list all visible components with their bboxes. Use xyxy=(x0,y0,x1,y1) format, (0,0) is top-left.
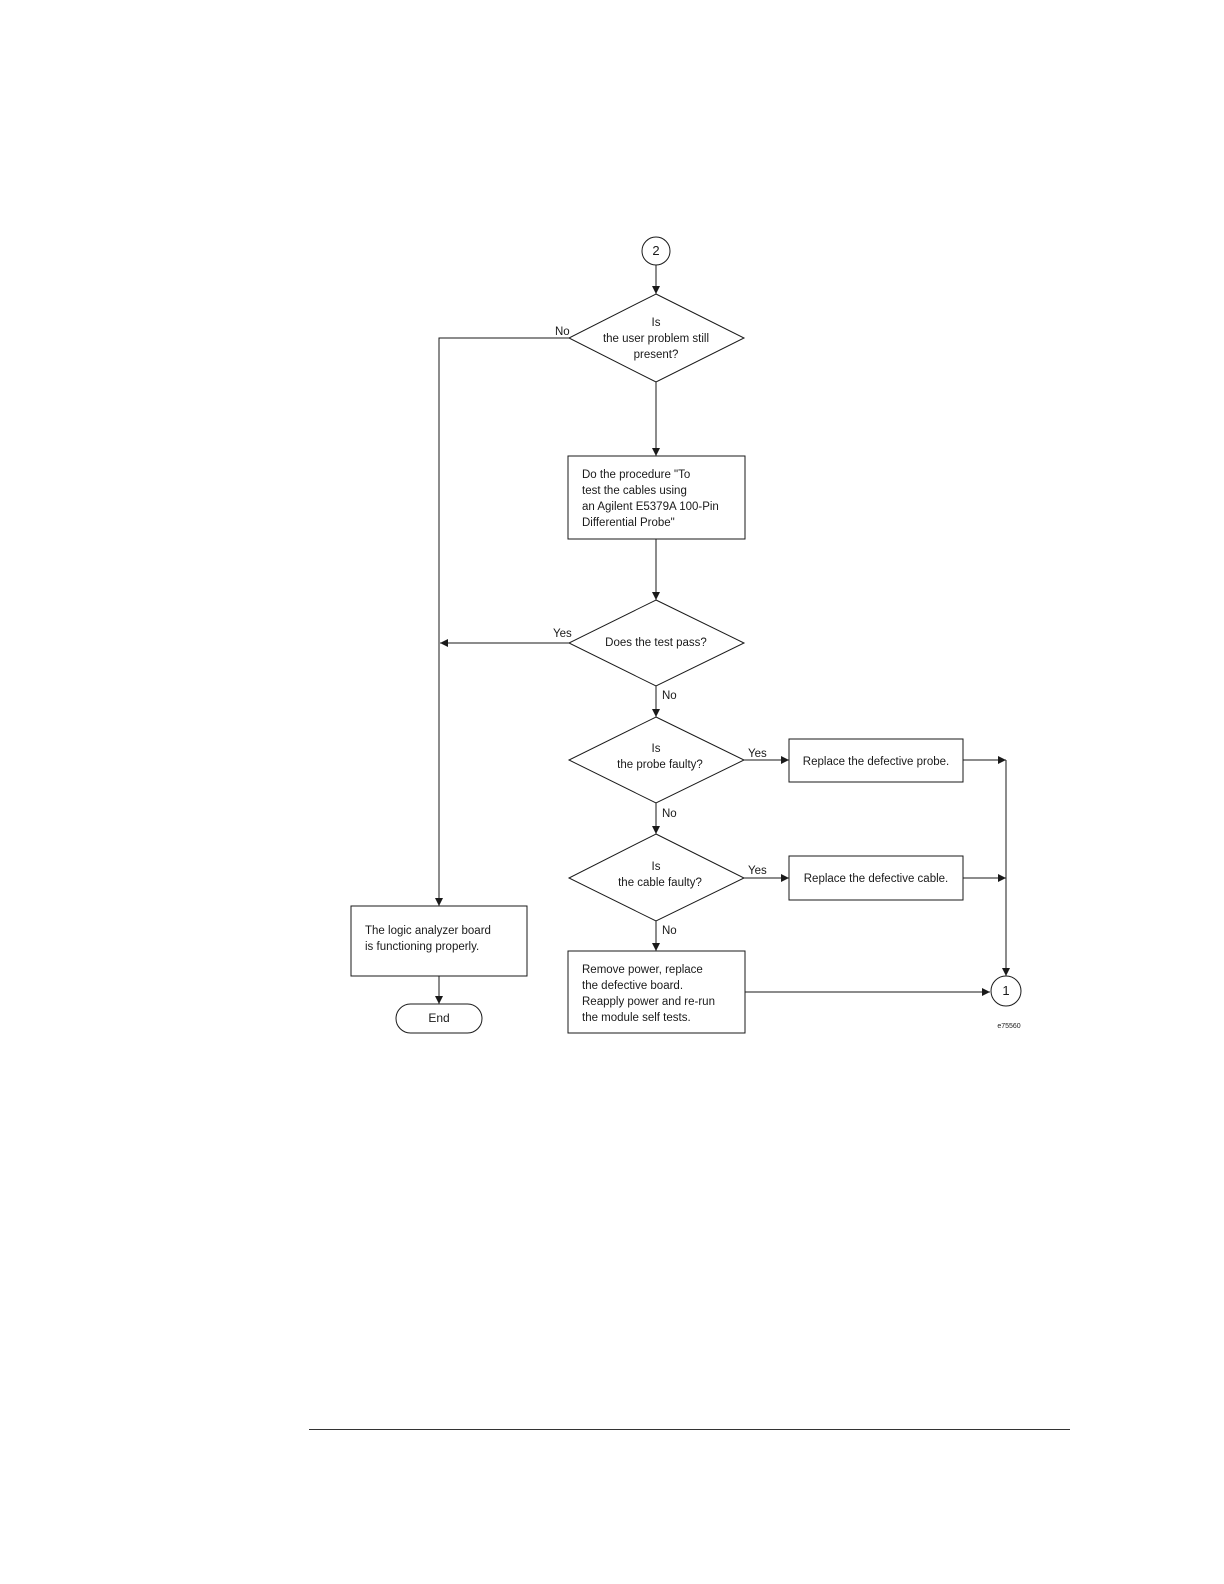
process-do-procedure-line-4: Differential Probe" xyxy=(582,517,675,529)
decision-cable-faulty-line-2: the cable faulty? xyxy=(618,877,702,889)
process-do-procedure-line-2: test the cables using xyxy=(582,485,687,497)
process-replace-cable-line-1: Replace the defective cable. xyxy=(804,873,948,885)
label-no-cable: No xyxy=(662,925,677,937)
decision-cable-faulty-line-1: Is xyxy=(652,861,661,873)
end-connector: 1 xyxy=(990,975,1022,1007)
decision-probe-faulty: Is the probe faulty? xyxy=(567,716,746,804)
label-no-problem: No xyxy=(555,326,570,338)
terminal-end: End xyxy=(395,1003,483,1034)
decision-problem-present-line-3: present? xyxy=(634,349,679,361)
label-yes-probe: Yes xyxy=(748,748,767,760)
process-board-ok: The logic analyzer board is functioning … xyxy=(350,905,528,977)
process-board-ok-line-2: is functioning properly. xyxy=(365,941,479,953)
process-remove-power-line-4: the module self tests. xyxy=(582,1012,691,1024)
start-connector: 2 xyxy=(641,236,671,266)
process-remove-power-line-1: Remove power, replace xyxy=(582,964,703,976)
process-remove-power-line-2: the defective board. xyxy=(582,980,683,992)
process-do-procedure-line-3: an Agilent E5379A 100-Pin xyxy=(582,501,719,513)
process-do-procedure: Do the procedure "To test the cables usi… xyxy=(567,455,746,540)
decision-cable-faulty: Is the cable faulty? xyxy=(567,833,746,922)
label-no-probe: No xyxy=(662,808,677,820)
process-remove-power-line-3: Reapply power and re-run xyxy=(582,996,715,1008)
label-no-test-pass: No xyxy=(662,690,677,702)
terminal-end-label: End xyxy=(428,1011,449,1025)
label-yes-cable: Yes xyxy=(748,865,767,877)
process-replace-probe-line-1: Replace the defective probe. xyxy=(803,756,949,768)
end-connector-label: 1 xyxy=(1002,983,1009,998)
process-remove-power: Remove power, replace the defective boar… xyxy=(567,950,746,1034)
label-yes-test-pass: Yes xyxy=(553,628,572,640)
start-connector-label: 2 xyxy=(652,243,659,258)
process-replace-cable: Replace the defective cable. xyxy=(788,855,964,901)
process-do-procedure-line-1: Do the procedure "To xyxy=(582,469,690,481)
process-board-ok-line-1: The logic analyzer board xyxy=(365,925,491,937)
footer-rule xyxy=(309,1429,1070,1430)
figure-id: e75560 xyxy=(997,1023,1020,1030)
decision-probe-faulty-line-2: the probe faulty? xyxy=(617,759,703,771)
process-replace-probe: Replace the defective probe. xyxy=(788,738,964,783)
decision-probe-faulty-line-1: Is xyxy=(652,743,661,755)
decision-problem-present-line-2: the user problem still xyxy=(603,333,709,345)
decision-problem-present-line-1: Is xyxy=(652,317,661,329)
decision-test-pass-line-1: Does the test pass? xyxy=(605,637,707,649)
decision-test-pass: Does the test pass? xyxy=(567,599,746,687)
decision-problem-present: Is the user problem still present? xyxy=(567,293,746,383)
flow-lines xyxy=(435,265,1010,1004)
